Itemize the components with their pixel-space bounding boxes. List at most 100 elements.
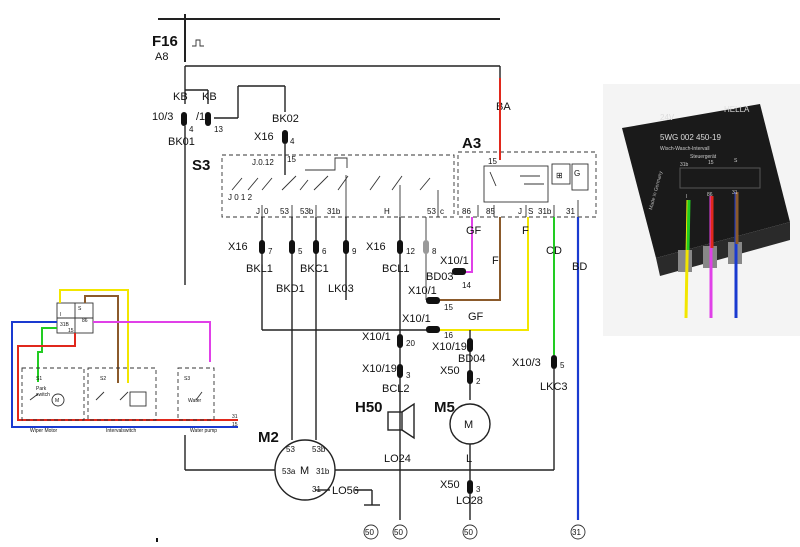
- gf-top: GF: [466, 225, 482, 237]
- lk03-label: LK03: [328, 283, 354, 295]
- kb-left: KB: [173, 91, 188, 103]
- gf-mid: GF: [468, 311, 484, 323]
- m2-53a: 53a: [282, 467, 296, 476]
- pin-7: 7: [268, 247, 273, 256]
- inset-park: Park: [36, 386, 47, 392]
- h50-horn: [387, 402, 415, 440]
- bkc1-label: BKC1: [300, 263, 329, 275]
- pin-4: 4: [290, 137, 295, 146]
- bcl2-label: BCL2: [382, 383, 410, 395]
- m2-31b: 31b: [316, 467, 330, 476]
- pin-6: 6: [322, 247, 327, 256]
- ground-1: 50: [365, 528, 374, 537]
- bkl1-label: BKL1: [246, 263, 273, 275]
- ba-label: BA: [496, 101, 511, 113]
- x16-left: X16: [228, 241, 248, 253]
- inset-m: M: [55, 398, 59, 404]
- x10-3-label: X10/3: [512, 357, 541, 369]
- a3-pin-15: 15: [488, 157, 497, 166]
- x50b-label: X50: [440, 479, 460, 491]
- switch-j012: J.0.12: [252, 158, 274, 167]
- inset-pin-s: S: [78, 306, 82, 312]
- pin-5b: 5: [560, 361, 565, 370]
- svg-text:⊞: ⊞: [556, 171, 563, 180]
- pin-3b: 3: [476, 485, 481, 494]
- inset-pin-15: 15: [68, 328, 74, 334]
- ground-4: 31: [572, 528, 581, 537]
- relay-voltage: 24V: [660, 113, 675, 122]
- relay-brand: HELLA: [724, 105, 750, 114]
- bk02-label: BK02: [272, 113, 299, 125]
- relay-pin-31b: 31b: [680, 162, 689, 168]
- inset-line-15: 15: [232, 422, 238, 428]
- a3-j: J: [518, 207, 522, 216]
- inset-interval-switch: Intervalswitch: [106, 428, 137, 434]
- pin-15-x: 15: [444, 303, 453, 312]
- inset-diagram: [0, 285, 245, 435]
- kb-pin-13: 13: [214, 125, 223, 134]
- pin-9: 9: [352, 247, 357, 256]
- relay-desc-1: Wisch-Wasch-Intervall: [660, 146, 710, 152]
- relay-part-no: 5WG 002 450-19: [660, 133, 721, 142]
- ground-symbols: [363, 524, 586, 540]
- term-j: J: [256, 207, 260, 216]
- relay-desc-2: Steuergerät: [690, 154, 717, 160]
- h50-label: H50: [355, 399, 383, 416]
- x10-1a: X10/1: [440, 255, 469, 267]
- inset-pin-i: I: [60, 312, 61, 318]
- inset-wiper-motor: Wiper Motor: [30, 428, 58, 434]
- relay-pin-i: I: [686, 194, 687, 200]
- m2-label: M2: [258, 429, 279, 446]
- term-53c: 53: [427, 207, 436, 216]
- pin-12: 12: [406, 247, 415, 256]
- term-31b: 31b: [327, 207, 341, 216]
- a3-31b: 31b: [538, 207, 552, 216]
- term-c: c: [440, 207, 444, 216]
- x10-connectors: [397, 268, 557, 520]
- s3-switch-box: [221, 154, 455, 218]
- inset-pin-31b: 31B: [60, 322, 70, 328]
- m2-53b: 53b: [312, 445, 326, 454]
- m2-53: 53: [286, 445, 295, 454]
- ground-2: 50: [394, 528, 403, 537]
- pin-16: 16: [444, 331, 453, 340]
- inset-water: Water: [188, 398, 201, 404]
- a3-31: 31: [566, 207, 575, 216]
- fuse-pos: A8: [155, 51, 168, 63]
- x16-mid: X16: [366, 241, 386, 253]
- l-label: L: [466, 453, 472, 465]
- bd-label: BD: [572, 261, 587, 273]
- m5-pump: [449, 403, 491, 520]
- cd-label: CD: [546, 245, 562, 257]
- inset-s3: S3: [184, 376, 190, 382]
- x10-19b: X10/19: [432, 341, 467, 353]
- bcl1-label: BCL1: [382, 263, 410, 275]
- x16-top: X16: [254, 131, 274, 143]
- bd04-label: BD04: [458, 353, 486, 365]
- lo28-label: LO28: [456, 495, 483, 507]
- top-bus: [158, 14, 501, 90]
- x10-1b: X10/1: [408, 285, 437, 297]
- bk01-label: BK01: [168, 136, 195, 148]
- relay-pin-15: 15: [708, 160, 714, 166]
- term-h: H: [384, 207, 390, 216]
- a3-relay-box: ⊞: [457, 151, 597, 218]
- term-0: 0: [264, 207, 269, 216]
- x10-19a: X10/19: [362, 363, 397, 375]
- relay-pin-31: 31: [732, 190, 738, 196]
- inset-water-pump: Water pump: [190, 428, 217, 434]
- kb-pin-mid: /1: [196, 111, 205, 123]
- colored-wires: [440, 78, 580, 520]
- inset-s2: S2: [100, 376, 106, 382]
- relay-pin-s: S: [734, 158, 738, 164]
- s3-pin-15: 15: [287, 155, 296, 164]
- ground-3: 50: [464, 528, 473, 537]
- fuse-label: F16: [152, 33, 178, 50]
- m2-31: 31: [312, 485, 321, 494]
- switch-positions: J 0 1 2: [228, 193, 253, 202]
- x50a-label: X50: [440, 365, 460, 377]
- bd03-label: BD03: [426, 271, 454, 283]
- pin-20: 20: [406, 339, 415, 348]
- inset-switch: switch: [36, 392, 50, 398]
